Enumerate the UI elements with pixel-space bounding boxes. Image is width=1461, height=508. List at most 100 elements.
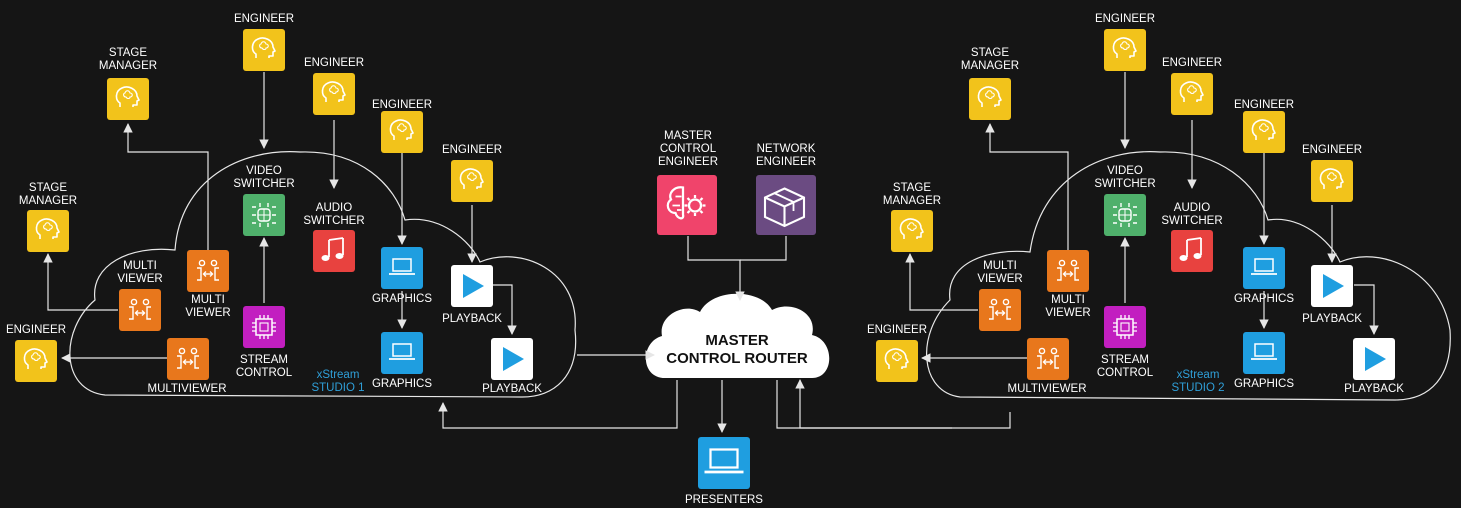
node-label-line2: SWITCHER bbox=[303, 215, 364, 227]
node-label-line1: AUDIO bbox=[316, 202, 352, 214]
node-label-line1: MULTI bbox=[191, 294, 225, 306]
node-label: PLAYBACK bbox=[1302, 313, 1362, 325]
presenters-tile bbox=[698, 437, 750, 489]
presenters: PRESENTERS bbox=[685, 437, 763, 506]
network-engineer: NETWORK ENGINEER bbox=[756, 143, 816, 235]
s2-engineer-top: ENGINEER bbox=[1095, 13, 1155, 71]
node-label-line1: NETWORK bbox=[757, 143, 816, 155]
s1-studio-label: xStream STUDIO 1 bbox=[311, 369, 364, 394]
s2-multiviewer-b: MULTI VIEWER bbox=[1045, 250, 1091, 319]
s1-stream-control: STREAM CONTROL bbox=[236, 306, 293, 379]
node-label-line2: CONTROL bbox=[236, 367, 293, 379]
s1-graphics-a: GRAPHICS bbox=[372, 247, 432, 305]
s1-audio-switcher: AUDIO SWITCHER bbox=[303, 202, 365, 272]
node-label-line1: STAGE bbox=[971, 47, 1009, 59]
stream-control-tile bbox=[243, 306, 285, 348]
studio-1-cloud bbox=[69, 151, 577, 398]
node-label: GRAPHICS bbox=[372, 378, 432, 390]
multiviewer-tile bbox=[1047, 250, 1089, 292]
s2-graphics-b: GRAPHICS bbox=[1234, 332, 1294, 390]
node-label-line1: MULTI bbox=[1051, 294, 1085, 306]
studio-brand: xStream bbox=[317, 369, 360, 381]
node-label-line1: MASTER bbox=[664, 130, 712, 142]
node-label-line2: ENGINEER bbox=[756, 156, 816, 168]
node-label: ENGINEER bbox=[867, 324, 927, 336]
s1-graphics-b: GRAPHICS bbox=[372, 332, 432, 390]
router-label-line2: CONTROL ROUTER bbox=[666, 350, 808, 367]
s2-stage-manager-top: STAGE MANAGER bbox=[961, 47, 1019, 120]
graphics-tile bbox=[381, 247, 423, 289]
router-label-line1: MASTER bbox=[705, 332, 769, 349]
node-label: PLAYBACK bbox=[1344, 383, 1404, 395]
master-control-router-cloud bbox=[645, 293, 830, 378]
studio-brand: xStream bbox=[1177, 369, 1220, 381]
node-label-line1: STREAM bbox=[240, 354, 288, 366]
node-label-line2: MANAGER bbox=[99, 60, 157, 72]
s2-graphics-a: GRAPHICS bbox=[1234, 247, 1294, 305]
node-label-line1: MULTI bbox=[983, 260, 1017, 272]
node-label-line1: STAGE bbox=[29, 182, 67, 194]
node-label-line2: VIEWER bbox=[1045, 307, 1090, 319]
graphics-tile bbox=[1243, 247, 1285, 289]
node-label-line2: CONTROL bbox=[1097, 367, 1154, 379]
node-label-line1: STREAM bbox=[1101, 354, 1149, 366]
router-connectors bbox=[438, 236, 1011, 433]
s1-engineer-graphics: ENGINEER bbox=[372, 99, 432, 153]
node-label-line1: MULTI bbox=[123, 260, 157, 272]
node-label-line2: SWITCHER bbox=[1161, 215, 1222, 227]
node-label: ENGINEER bbox=[1234, 99, 1294, 111]
s1-multiviewer-c: MULTIVIEWER bbox=[147, 338, 227, 395]
s1-multiviewer-a: MULTI VIEWER bbox=[117, 260, 163, 331]
s2-playback-a: PLAYBACK bbox=[1302, 265, 1362, 325]
node-label: GRAPHICS bbox=[1234, 293, 1294, 305]
s2-engineer-audio: ENGINEER bbox=[1162, 57, 1222, 115]
s2-multiviewer-c: MULTIVIEWER bbox=[1007, 338, 1087, 395]
graphics-tile bbox=[381, 332, 423, 374]
studio-1-connectors bbox=[43, 72, 517, 363]
node-label: ENGINEER bbox=[234, 13, 294, 25]
node-label-line2: SWITCHER bbox=[1094, 178, 1155, 190]
node-label-line2: VIEWER bbox=[117, 273, 162, 285]
master-control-router: MASTER CONTROL ROUTER bbox=[666, 332, 808, 367]
node-label: ENGINEER bbox=[304, 57, 364, 69]
s1-playback-a: PLAYBACK bbox=[442, 265, 502, 325]
s1-engineer-playback: ENGINEER bbox=[442, 144, 502, 202]
node-label: ENGINEER bbox=[1302, 144, 1362, 156]
node-label-line2: MANAGER bbox=[961, 60, 1019, 72]
s2-studio-label: xStream STUDIO 2 bbox=[1171, 369, 1224, 394]
s2-engineer-graphics: ENGINEER bbox=[1234, 99, 1294, 153]
node-label-line1: VIDEO bbox=[246, 165, 282, 177]
node-label: ENGINEER bbox=[442, 144, 502, 156]
node-label: ENGINEER bbox=[6, 324, 66, 336]
node-label-line2: MANAGER bbox=[883, 195, 941, 207]
s2-stage-manager-left: STAGE MANAGER bbox=[883, 182, 941, 252]
s1-stage-manager-top: STAGE MANAGER bbox=[99, 47, 157, 120]
s2-stream-control: STREAM CONTROL bbox=[1097, 306, 1154, 379]
studio-name: STUDIO 2 bbox=[1171, 382, 1224, 394]
multiviewer-tile bbox=[167, 338, 209, 380]
graphics-tile bbox=[1243, 332, 1285, 374]
node-label: MULTIVIEWER bbox=[1007, 383, 1086, 395]
s2-playback-b: PLAYBACK bbox=[1344, 338, 1404, 395]
s1-engineer-audio: ENGINEER bbox=[304, 57, 364, 115]
node-label: ENGINEER bbox=[1095, 13, 1155, 25]
node-label: GRAPHICS bbox=[372, 293, 432, 305]
s2-engineer-left: ENGINEER bbox=[867, 324, 927, 382]
node-label-line1: VIDEO bbox=[1107, 165, 1143, 177]
node-label: PLAYBACK bbox=[442, 313, 502, 325]
s1-stage-manager-left: STAGE MANAGER bbox=[19, 182, 77, 252]
multiviewer-tile bbox=[1027, 338, 1069, 380]
audio-switcher-tile bbox=[313, 230, 355, 272]
node-label-line2: MANAGER bbox=[19, 195, 77, 207]
node-label: MULTIVIEWER bbox=[147, 383, 226, 395]
s2-engineer-playback: ENGINEER bbox=[1302, 144, 1362, 202]
studio-name: STUDIO 1 bbox=[311, 382, 364, 394]
master-control-engineer: MASTER CONTROL ENGINEER bbox=[657, 130, 718, 235]
stream-control-tile bbox=[1104, 306, 1146, 348]
node-label-line2: SWITCHER bbox=[233, 178, 294, 190]
node-label-line1: STAGE bbox=[109, 47, 147, 59]
node-label-line1: STAGE bbox=[893, 182, 931, 194]
node-label-line2: VIEWER bbox=[185, 307, 230, 319]
s1-video-switcher: VIDEO SWITCHER bbox=[233, 165, 295, 236]
